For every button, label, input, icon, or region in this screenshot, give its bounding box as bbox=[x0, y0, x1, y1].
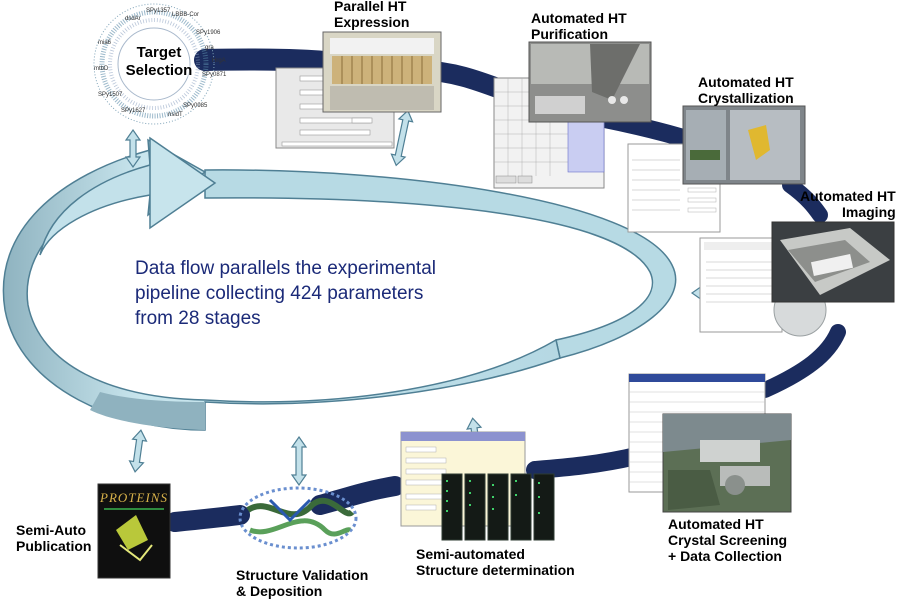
gene-label: mia6 bbox=[98, 40, 112, 46]
arrow-target bbox=[124, 128, 142, 169]
synchrotron-aerial-photo bbox=[662, 413, 792, 513]
gene-label: SPy1906 bbox=[196, 30, 221, 36]
data-flow-caption: Data flow parallels the experimental pip… bbox=[135, 258, 436, 329]
gene-label: dsdAr bbox=[125, 16, 141, 22]
pipeline-segment-screening bbox=[757, 324, 846, 398]
gene-label: SPy0871 bbox=[202, 72, 227, 78]
stage-label-crystallization: Automated HT Crystallization bbox=[698, 74, 794, 106]
journal-cover-title: PROTEINS bbox=[100, 490, 168, 505]
ring-shade-segment bbox=[90, 392, 205, 430]
stage-label-publication: Semi-Auto Publication bbox=[16, 522, 92, 554]
journal-cover bbox=[97, 483, 171, 579]
stage-label-structure-determination: Semi-automated Structure determination bbox=[416, 546, 575, 578]
gene-label: SPy1357 bbox=[146, 8, 171, 14]
data-flow-ring bbox=[2, 136, 677, 431]
target-selection-label: Target Selection bbox=[125, 44, 193, 79]
stage-label-imaging: Automated HT Imaging bbox=[800, 188, 896, 220]
gene-label: LBBB-Cor bbox=[172, 12, 200, 18]
stage-label-purification: Automated HT Purification bbox=[531, 10, 627, 42]
purification-robot-photo bbox=[528, 41, 652, 123]
pipeline-segment-imaging bbox=[782, 177, 828, 223]
stage-label-parallel-expression: Parallel HT Expression bbox=[334, 0, 410, 30]
gene-label: HrgA bbox=[212, 58, 226, 64]
crystallization-robot-photo bbox=[682, 105, 806, 185]
genome-wheel bbox=[93, 3, 215, 125]
stage-label-validation: Structure Validation & Deposition bbox=[236, 567, 369, 599]
gene-label: SPy1507 bbox=[98, 92, 123, 98]
imaging-robot-photo bbox=[771, 221, 895, 303]
arrow-publication bbox=[128, 429, 148, 473]
stage-label-screening: Automated HT Crystal Screening + Data Co… bbox=[668, 516, 788, 564]
pipeline-segment-determination bbox=[526, 446, 649, 479]
arrow-validation bbox=[290, 435, 308, 487]
pipeline-segment-publication bbox=[165, 505, 250, 532]
gene-label: SPy1627 bbox=[121, 108, 146, 114]
gene-label: nsidT bbox=[168, 112, 183, 118]
gene-label: SPy0985 bbox=[183, 103, 208, 109]
arrow-expression bbox=[390, 109, 414, 167]
ring-arrowhead-main bbox=[149, 136, 217, 230]
expression-robot-photo bbox=[322, 31, 442, 113]
compute-cluster-photo bbox=[441, 473, 555, 541]
protein-structure-image bbox=[238, 486, 358, 550]
gene-label: mtbD bbox=[94, 66, 109, 72]
gene-label: gra bbox=[205, 45, 214, 51]
